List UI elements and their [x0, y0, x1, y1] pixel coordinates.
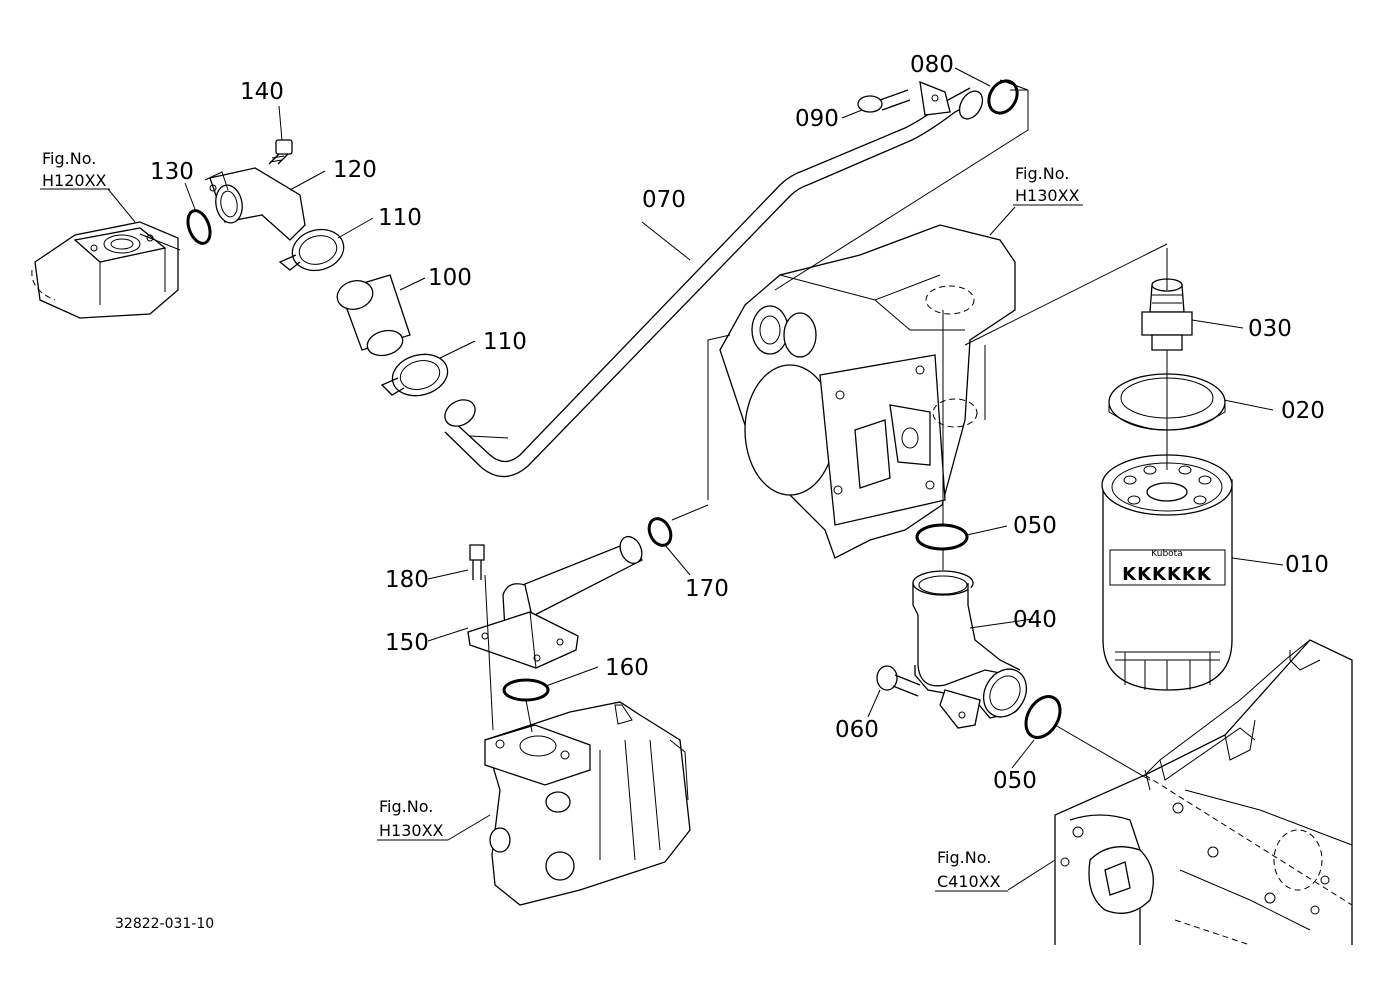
- part-label-050-upper[interactable]: 050: [1013, 513, 1057, 539]
- fig-ref-c410-label: Fig.No.: [937, 848, 991, 867]
- bracket-080-drawing: [919, 80, 951, 116]
- hose-100-drawing: [336, 274, 411, 357]
- oring-130-drawing: [186, 209, 212, 245]
- pump-h130-drawing: [484, 701, 691, 906]
- part-label-060[interactable]: 060: [835, 717, 879, 743]
- nipple-030-drawing: [1141, 278, 1193, 351]
- part-label-150[interactable]: 150: [385, 630, 429, 656]
- part-label-170[interactable]: 170: [685, 576, 729, 602]
- bolt-090-drawing: [857, 89, 911, 113]
- filter-brand-band: KKKKKK: [1122, 564, 1212, 585]
- filter-brand-label: Kubota: [1151, 549, 1182, 559]
- part-label-160[interactable]: 160: [605, 655, 649, 681]
- part-label-070[interactable]: 070: [642, 187, 686, 213]
- part-label-120[interactable]: 120: [333, 157, 377, 183]
- filter-010-drawing: [1101, 454, 1233, 691]
- part-label-050-lower[interactable]: 050: [993, 768, 1037, 794]
- oring-170-drawing: [647, 517, 673, 547]
- part-label-110-upper[interactable]: 110: [378, 205, 422, 231]
- oring-080-drawing: [987, 79, 1019, 115]
- fig-ref-h120-code[interactable]: H120XX: [42, 171, 107, 190]
- leader-lines: [107, 67, 1284, 891]
- c410-case-drawing: [1054, 639, 1353, 946]
- fig-ref-c410-code[interactable]: C410XX: [937, 872, 1001, 891]
- pipe-150-drawing: [467, 535, 643, 669]
- oring-160-drawing: [502, 678, 550, 702]
- h130-housing-drawing: [719, 224, 1016, 559]
- part-label-100[interactable]: 100: [428, 265, 472, 291]
- elbow-120-drawing: [204, 167, 306, 241]
- part-label-010[interactable]: 010: [1285, 552, 1329, 578]
- part-label-140[interactable]: 140: [240, 79, 284, 105]
- fig-ref-h120-label: Fig.No.: [42, 149, 96, 168]
- fig-ref-h130-top-code[interactable]: H130XX: [1015, 186, 1080, 205]
- elbow-040-drawing: [912, 570, 1028, 729]
- part-label-040[interactable]: 040: [1013, 607, 1057, 633]
- bolt-060-drawing: [876, 665, 921, 697]
- drawing-code: 32822-031-10: [115, 916, 214, 932]
- part-label-110-lower[interactable]: 110: [483, 329, 527, 355]
- h120-housing-drawing: [31, 221, 179, 319]
- part-label-090[interactable]: 090: [795, 106, 839, 132]
- fig-ref-h130-bottom-label: Fig.No.: [379, 797, 433, 816]
- oring-050-upper-drawing: [915, 523, 969, 551]
- bolt-140-drawing: [268, 139, 293, 165]
- part-label-180[interactable]: 180: [385, 567, 429, 593]
- part-label-030[interactable]: 030: [1248, 316, 1292, 342]
- part-label-020[interactable]: 020: [1281, 398, 1325, 424]
- clamp-110-upper-drawing: [278, 228, 345, 272]
- part-label-080[interactable]: 080: [910, 52, 954, 78]
- clamp-110-lower-drawing: [380, 353, 449, 397]
- fig-ref-h130-top-label: Fig.No.: [1015, 164, 1069, 183]
- oring-050-lower-drawing: [1024, 695, 1062, 739]
- bolt-180-drawing: [469, 544, 485, 580]
- fig-ref-h130-bottom-code[interactable]: H130XX: [379, 821, 444, 840]
- part-label-130[interactable]: 130: [150, 159, 194, 185]
